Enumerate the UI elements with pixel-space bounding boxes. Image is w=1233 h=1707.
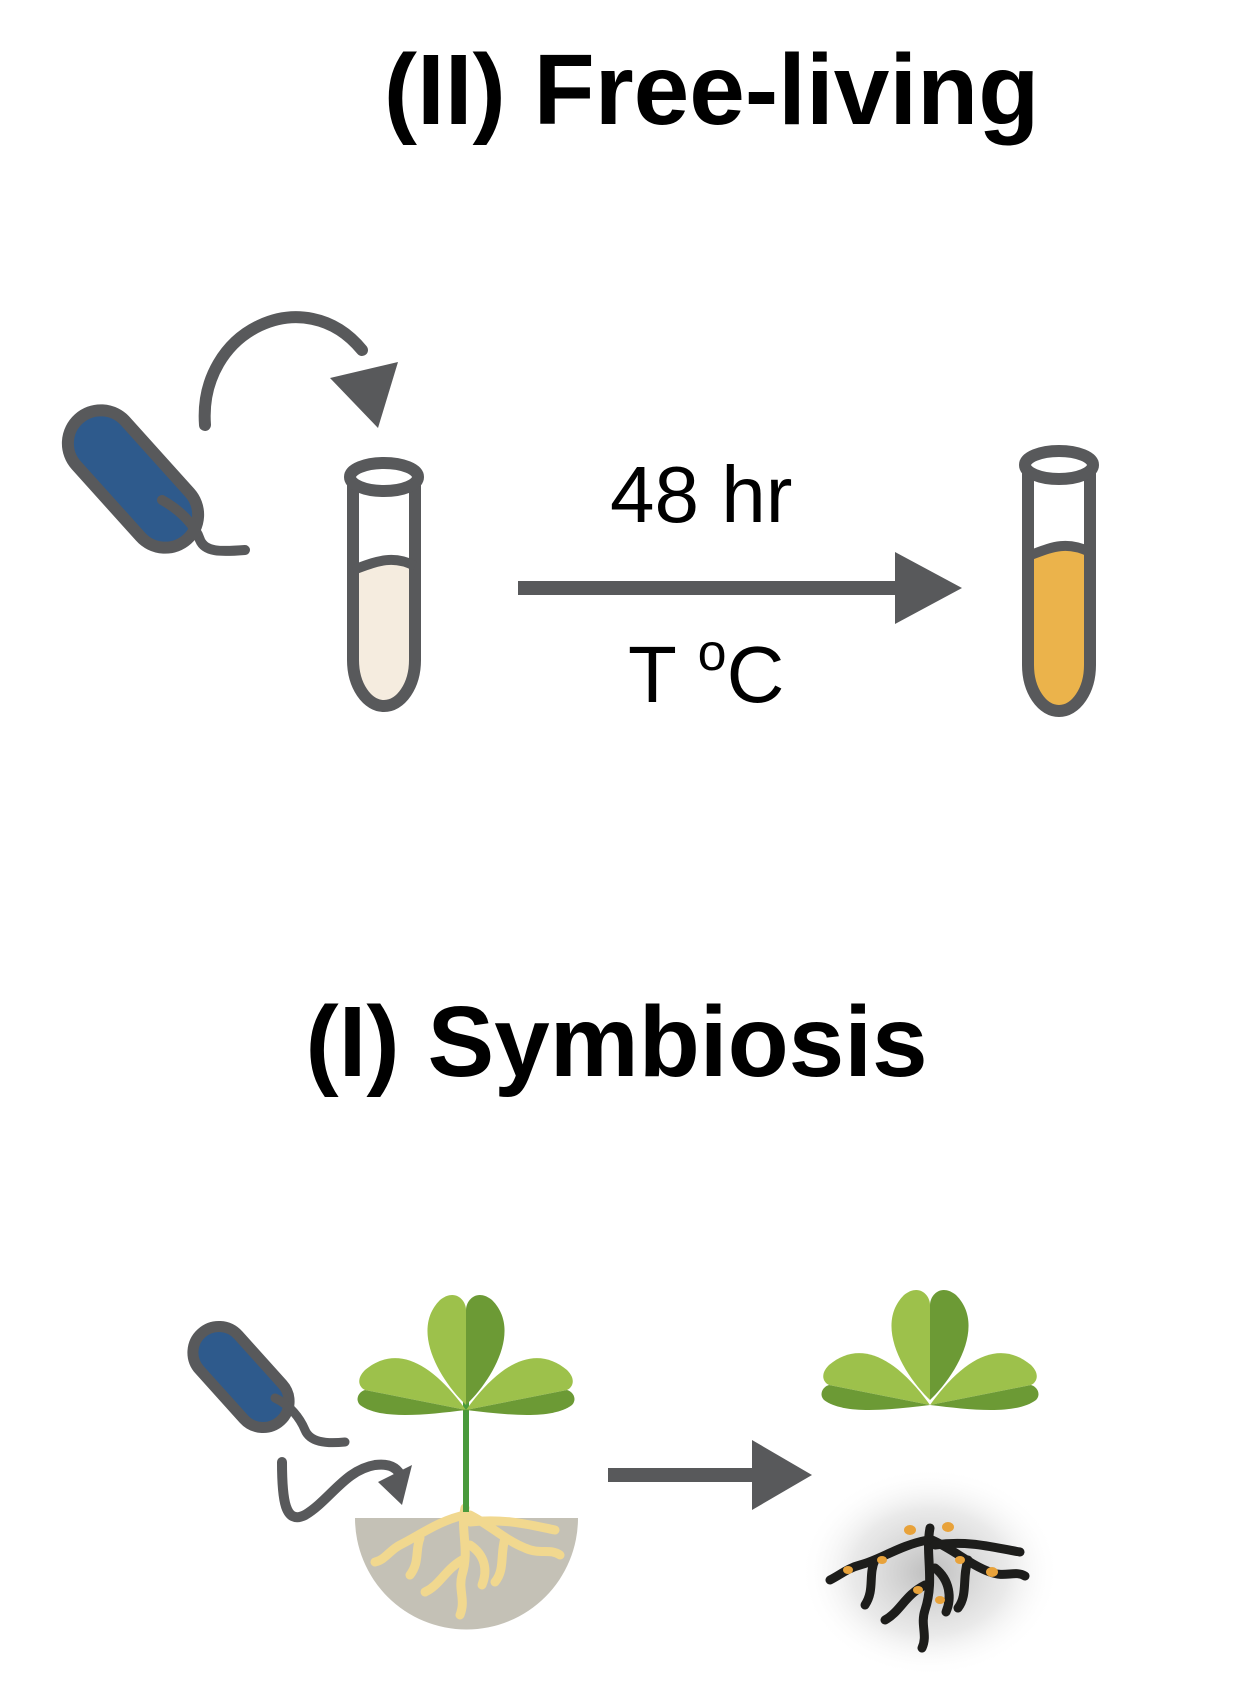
free-living-title: (II) Free-living	[383, 34, 1040, 146]
incubation-time-label: 48 hr	[610, 450, 793, 539]
symbiosis-title: (I) Symbiosis	[305, 986, 928, 1098]
temperature-variable: T	[628, 630, 676, 719]
bacterium-icon	[61, 404, 250, 556]
test-tube-grown-icon	[1019, 445, 1099, 717]
nodulated-plant-icon	[800, 1289, 1060, 1677]
wavy-arrow-icon	[277, 1457, 412, 1522]
seedling-in-soil-icon	[355, 1294, 578, 1630]
temperature-unit: C	[726, 630, 785, 719]
test-tube-fresh-icon	[344, 457, 424, 712]
bacterium-icon	[187, 1320, 350, 1448]
curved-arrow-icon	[198, 311, 398, 431]
incubation-arrow-icon	[518, 552, 962, 624]
temperature-label: T oC	[628, 627, 784, 715]
growth-arrow-icon	[608, 1440, 812, 1510]
degree-symbol: o	[697, 624, 727, 682]
